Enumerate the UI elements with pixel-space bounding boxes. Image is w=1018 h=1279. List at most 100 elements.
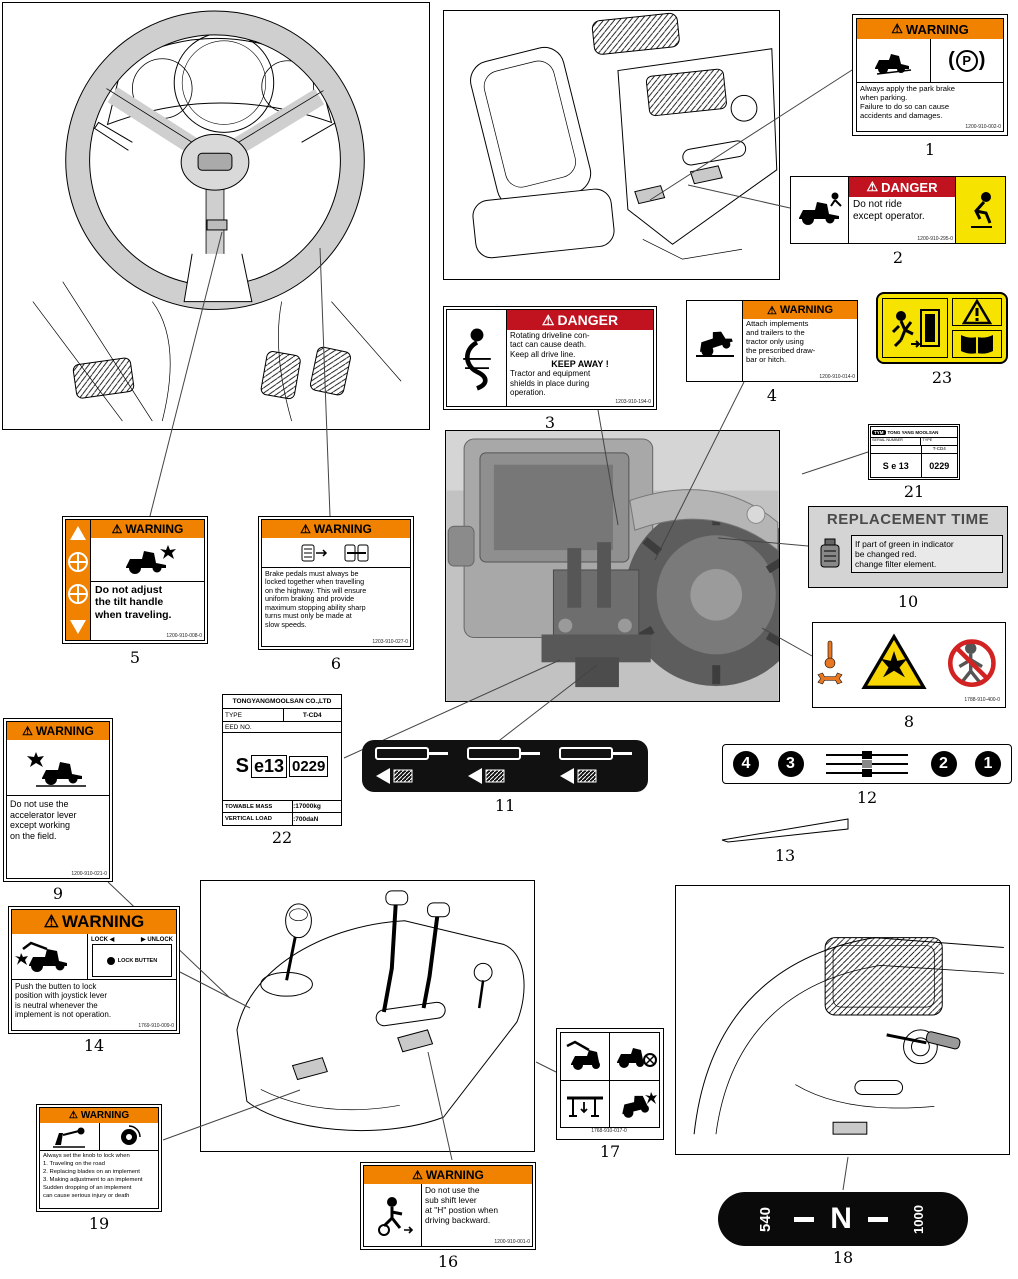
tilt-adjust-icon [65, 519, 91, 641]
control-console-drawing [200, 880, 535, 1152]
decal-drawbar-hitch: ⚠ WARNING Attach implements and trailers… [686, 300, 858, 382]
plate-towable-value: :17000kg [293, 803, 321, 810]
decal-id-plate: TONGYANGMOOLSAN CO.,LTD TYPE T-CD4 EED N… [222, 694, 342, 826]
callout-21: 21 [903, 482, 925, 501]
decal-hydraulic-controls [362, 740, 648, 792]
decal-16-code: 1200-910-001-0 [494, 1239, 530, 1245]
loader-raised-icon [561, 1033, 610, 1081]
plate-vertical-value: :700daN [293, 815, 319, 823]
park-brake-symbol-icon: ( P ) [931, 39, 1004, 82]
driveline-entanglement-icon [447, 310, 507, 406]
decal-5-code: 1200-910-008-0 [166, 633, 202, 639]
decal-sub-shift: ⚠ WARNING Do not use the sub shift lever… [360, 1162, 536, 1250]
implement-support-icon [561, 1080, 610, 1127]
callout-3: 3 [544, 413, 556, 432]
callout-11: 11 [494, 796, 516, 815]
decal-3-header: DANGER [557, 312, 619, 328]
callout-1: 1 [924, 140, 936, 159]
steering-column-drawing [2, 2, 430, 430]
paren-right: ) [978, 49, 986, 71]
callout-22: 22 [271, 828, 293, 847]
decal-no-riders: ⚠ DANGER Do not ride except operator. 12… [790, 176, 1006, 244]
callout-9: 9 [52, 884, 64, 903]
valve-number-2: 2 [930, 751, 957, 777]
decal-14-code: 1769-910-009-0 [138, 1023, 174, 1029]
warning-triangle-icon: ⚠ [412, 1168, 423, 1182]
gate-mark-right [867, 1216, 888, 1222]
pto-1000-label: 1000 [910, 1204, 926, 1234]
decal-serial-plate-small: TYM TONG YANG MOOLSAN SERIAL NUMBER TYPE… [868, 424, 960, 480]
plate-serial-s: S [235, 755, 249, 777]
decal-3-code: 1203-910-194-0 [615, 399, 651, 405]
decal-14-text: Push the butten to lock position with jo… [15, 982, 112, 1020]
replacement-time-text: If part of green in indicator be changed… [855, 538, 954, 569]
callout-8: 8 [903, 712, 915, 731]
decal-1-header: WARNING [905, 21, 969, 37]
decal-1-code: 1200-910-002-0 [965, 124, 1001, 130]
decal-6-code: 1203-910-027-0 [372, 639, 408, 645]
plate-eed-label: EED NO. [225, 723, 252, 731]
serial-blank [871, 446, 922, 453]
loader-drop-icon [12, 934, 88, 979]
callout-12: 12 [856, 788, 878, 807]
serial-value: S e 13 [871, 454, 922, 477]
valve-number-3: 3 [777, 751, 804, 777]
tractor-slope-icon [857, 39, 931, 82]
serial-number: 0229 [929, 460, 950, 471]
callout-17: 17 [599, 1142, 621, 1161]
decal-implement-icons: 1768-910-017-0 [556, 1028, 664, 1140]
unlock-text: ▶ UNLOCK [141, 937, 173, 943]
decal-pto-speed: 540 N 1000 [718, 1192, 968, 1246]
keep-away-person-icon [944, 637, 1002, 687]
tym-logo: TYM [872, 429, 886, 435]
gate-mark-left [794, 1216, 815, 1222]
decal-5-header: WARNING [125, 522, 184, 536]
decal-2-code: 1200-910-295-0 [917, 236, 953, 242]
brake-pedal-left-icon [299, 542, 331, 564]
tractor-rider-icon [791, 177, 849, 243]
falling-person-icon [955, 177, 1005, 243]
decal-1-text: Always apply the park brake when parking… [860, 84, 955, 120]
exit-door-icon [882, 298, 949, 358]
decal-6-text: Brake pedals must always be locked toget… [265, 569, 367, 629]
tipping-implement-icon [610, 1081, 659, 1128]
decal-4-text: Attach implements and trailers to the tr… [746, 319, 816, 364]
decal-3-text2: Tractor and equipment shields in place d… [510, 369, 591, 398]
decal-valve-numbers: 4 3 2 1 [722, 744, 1012, 784]
decal-driveline: ⚠ DANGER Rotating driveline con- tact ca… [443, 306, 657, 410]
callout-23: 23 [931, 368, 953, 387]
plate-vertical-label: VERTICAL LOAD [223, 813, 294, 825]
callout-4: 4 [766, 386, 778, 405]
fender-console-drawing [675, 885, 1010, 1155]
callout-18: 18 [832, 1248, 854, 1267]
tractor-rear-photo [445, 430, 808, 702]
operator-manual-icon [952, 330, 1002, 358]
plate-serial-number: 0229 [289, 756, 329, 777]
decal-6-header: WARNING [313, 522, 372, 536]
pto-neutral-label: N [830, 1202, 852, 1235]
replacement-time-header: REPLACEMENT TIME [826, 511, 990, 528]
decal-replacement-time: REPLACEMENT TIME If part of green in ind… [808, 506, 1008, 588]
decal-tilt-handle: ⚠ WARNING Do not adjust the tilt handle … [62, 516, 208, 644]
rotary-implement-icon [610, 1033, 659, 1081]
callout-2: 2 [892, 248, 904, 267]
tractor-accelerator-icon [7, 740, 109, 796]
decal-3-keep-away: KEEP AWAY ! [551, 359, 609, 370]
decal-19-text: Always set the knob to lock when 1. Trav… [43, 1153, 143, 1199]
type-value: T-CD4 [932, 446, 946, 451]
decal-2-text: Do not ride except operator. [853, 199, 925, 222]
lock-button-icon [106, 956, 115, 965]
decal-emergency-exit [876, 292, 1008, 364]
decal-brake-pedals: ⚠ WARNING Brake pedals must always be lo… [258, 516, 414, 650]
warning-triangle-icon: ⚠ [68, 1110, 78, 1121]
plate-serial-e: e13 [250, 755, 287, 778]
decal-wedge [720, 816, 850, 844]
paren-left: ( [948, 49, 955, 71]
warning-triangle-icon: ⚠ [22, 724, 33, 738]
warning-triangle-icon: ⚠ [300, 522, 311, 536]
callout-14: 14 [83, 1036, 105, 1055]
brake-pedal-locked-icon [341, 542, 373, 564]
warning-burst-triangle-icon [848, 632, 940, 691]
hydraulic-symbols-icon [374, 746, 634, 786]
decal-accelerator-lever: ⚠ WARNING Do not use the accelerator lev… [3, 718, 113, 882]
